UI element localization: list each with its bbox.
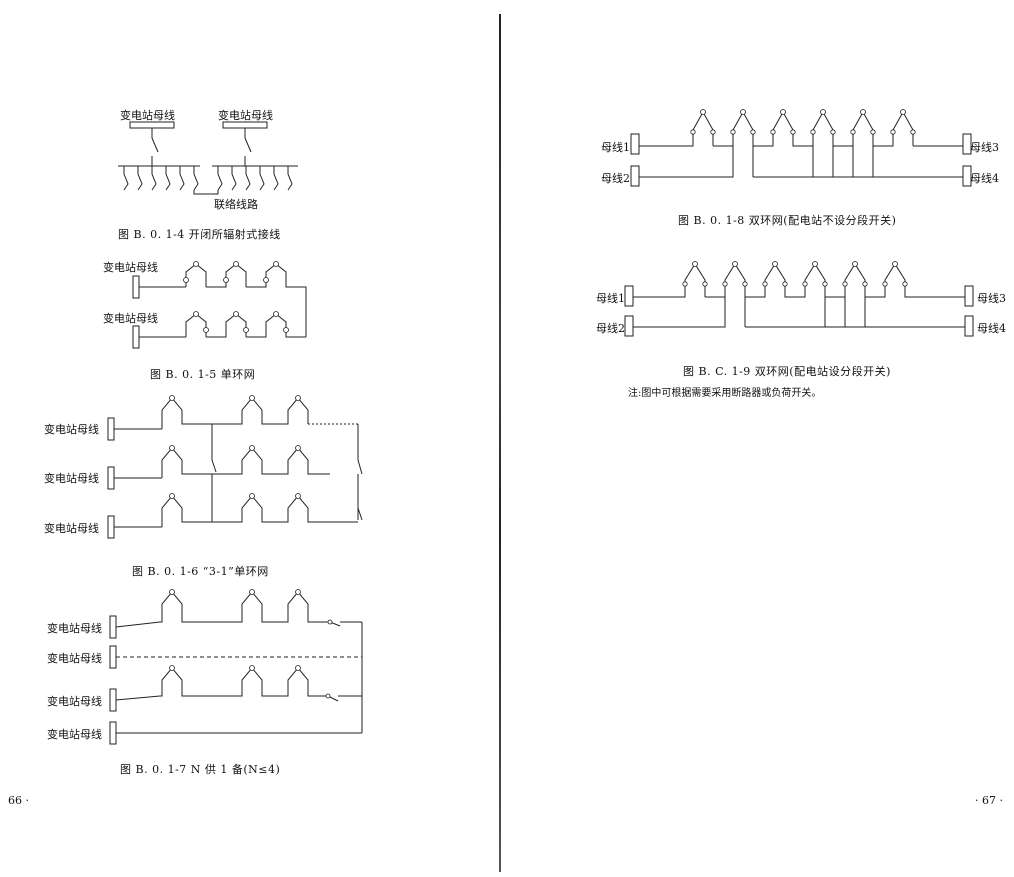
right-page: 母线1 母线2 母线3 母线4 <box>503 0 1014 877</box>
fig6-row-1 <box>161 397 359 473</box>
fig7-row-1 <box>115 591 363 733</box>
fig5-bus-label-2: 变电站母线 <box>103 312 158 325</box>
fig7-bus-label-2: 变电站母线 <box>47 652 102 665</box>
left-page-number: 66 · <box>8 794 29 807</box>
fig8-bus-2-label: 母线2 <box>601 172 630 185</box>
fig5-ring-top <box>183 261 307 337</box>
fig9-bus-4-label: 母线4 <box>977 322 1006 335</box>
fig8-bus-1-label: 母线1 <box>601 141 630 154</box>
fig4-bus-label-1: 变电站母线 <box>120 109 175 122</box>
fig8-caption: 图 B. 0. 1-8 双环网(配电站不设分段开关) <box>678 214 897 227</box>
fig7-diagram <box>109 589 363 745</box>
fig7-bus-label-1: 变电站母线 <box>47 622 102 635</box>
fig9-caption: 图 B. C. 1-9 双环网(配电站设分段开关) <box>683 365 891 378</box>
fig6-bus-label-1: 变电站母线 <box>44 423 99 436</box>
left-page: 变电站母线 变电站母线 <box>0 0 500 877</box>
fig8-bus-3-label: 母线3 <box>970 141 999 154</box>
fig6-diagram <box>107 395 363 539</box>
fig9-bus-1-label: 母线1 <box>596 292 625 305</box>
fig5-bus-label-1: 变电站母线 <box>103 261 158 274</box>
fig5-diagram <box>132 261 307 349</box>
fig6-caption: 图 B. 0. 1-6 “3-1”单环网 <box>132 565 269 578</box>
fig5-ring-bottom <box>185 311 306 338</box>
fig4-caption: 图 B. 0. 1-4 开闭所辐射式接线 <box>118 228 281 241</box>
fig9-diagram <box>624 261 974 337</box>
fig4-feeder-switches <box>123 166 293 191</box>
fig7-bus-label-4: 变电站母线 <box>47 728 102 741</box>
fig5-caption: 图 B. 0. 1-5 单环网 <box>150 368 256 381</box>
right-page-number: · 67 · <box>975 794 1003 807</box>
book-spine <box>499 14 501 872</box>
fig4-bus-label-2: 变电站母线 <box>218 109 273 122</box>
fig7-caption: 图 B. 0. 1-7 N 供 1 备(N≤4) <box>120 763 281 776</box>
fig8-bus-4-label: 母线4 <box>970 172 999 185</box>
fig4-link-label: 联络线路 <box>214 198 258 211</box>
fig6-bus-label-3: 变电站母线 <box>44 522 99 535</box>
fig7-row-3 <box>115 667 362 702</box>
fig8-diagram <box>630 109 972 187</box>
fig9-bus-2-label: 母线2 <box>596 322 625 335</box>
fig6-bus-label-2: 变电站母线 <box>44 472 99 485</box>
fig7-bus-label-3: 变电站母线 <box>47 695 102 708</box>
fig9-bus-3-label: 母线3 <box>977 292 1006 305</box>
figure-note: 注:图中可根据需要采用断路器或负荷开关。 <box>628 388 822 399</box>
fig4-diagram <box>118 121 298 195</box>
